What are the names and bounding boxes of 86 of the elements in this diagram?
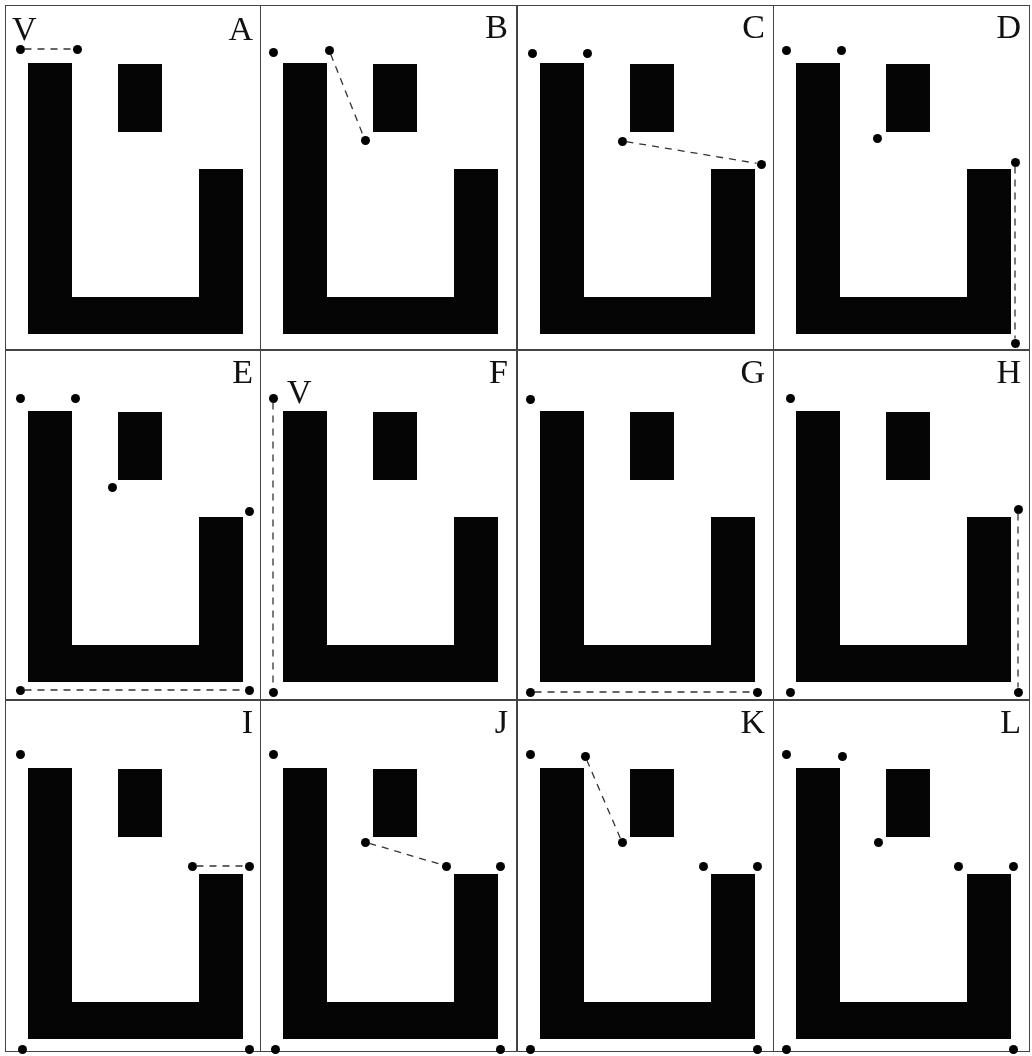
panel-letter: C xyxy=(742,10,765,44)
vertex-dot xyxy=(1013,687,1023,697)
vertex-dot xyxy=(268,47,278,57)
vertex-dot xyxy=(360,135,370,145)
vertex-dot xyxy=(525,687,535,697)
vertex-dot xyxy=(270,1044,280,1054)
panel-letter: H xyxy=(996,355,1021,389)
dashed-line xyxy=(1014,165,1016,340)
vertex-dot xyxy=(1013,504,1023,514)
vertex-dot xyxy=(187,861,197,871)
panel xyxy=(260,5,517,350)
panel xyxy=(260,350,517,700)
dashed-line xyxy=(625,141,758,164)
vertex-dot xyxy=(495,1044,505,1054)
vertex-dot xyxy=(107,482,117,492)
vertex-dot xyxy=(617,136,627,146)
vertex-dot xyxy=(527,48,537,58)
dashed-line xyxy=(586,759,621,839)
panel xyxy=(773,5,1030,350)
vertex-dot xyxy=(1008,861,1018,871)
panel-letter: K xyxy=(740,705,765,739)
vertex-dot xyxy=(244,506,254,516)
panel-letter: A xyxy=(228,12,253,46)
vertex-dot xyxy=(525,749,535,759)
vertex-dot xyxy=(752,1044,762,1054)
vertex-dot xyxy=(752,861,762,871)
panel xyxy=(5,700,262,1052)
vertex-dot xyxy=(70,393,80,403)
panel xyxy=(517,5,774,350)
panel xyxy=(773,700,1030,1052)
vertex-dot xyxy=(15,44,25,54)
point-label: V xyxy=(12,12,37,46)
panel-letter: B xyxy=(485,10,508,44)
vertex-dot xyxy=(582,48,592,58)
vertex-dot xyxy=(17,1044,27,1054)
vertex-dot xyxy=(15,393,25,403)
vertex-dot xyxy=(441,861,451,871)
vertex-dot xyxy=(244,1044,254,1054)
vertex-dot xyxy=(525,1044,535,1054)
panel-letter: D xyxy=(996,10,1021,44)
point-label: V xyxy=(287,375,312,409)
panel xyxy=(517,700,774,1052)
vertex-dot xyxy=(1010,338,1020,348)
vertex-dot xyxy=(268,687,278,697)
vertex-dot xyxy=(244,861,254,871)
panel-letter: J xyxy=(494,705,508,739)
panel xyxy=(5,350,262,700)
vertex-dot xyxy=(836,45,846,55)
vertex-dot xyxy=(1010,157,1020,167)
vertex-dot xyxy=(580,751,590,761)
panel xyxy=(517,350,774,700)
vertex-dot xyxy=(268,749,278,759)
vertex-dot xyxy=(781,45,791,55)
vertex-dot xyxy=(360,837,370,847)
vertex-dot xyxy=(495,861,505,871)
vertex-dot xyxy=(872,133,882,143)
panel-letter: I xyxy=(241,705,253,739)
vertex-dot xyxy=(781,1044,791,1054)
vertex-dot xyxy=(756,159,766,169)
vertex-dot xyxy=(752,687,762,697)
panel-letter: F xyxy=(489,355,508,389)
dashed-line xyxy=(195,865,246,867)
vertex-dot xyxy=(244,685,254,695)
vertex-dot xyxy=(15,749,25,759)
vertex-dot xyxy=(785,393,795,403)
vertex-dot xyxy=(617,837,627,847)
panel xyxy=(5,5,262,350)
vertex-dot xyxy=(698,861,708,871)
vertex-dot xyxy=(324,45,334,55)
vertex-dot xyxy=(837,751,847,761)
vertex-dot xyxy=(781,749,791,759)
panel xyxy=(260,700,517,1052)
vertex-dot xyxy=(15,685,25,695)
vertex-dot xyxy=(72,44,82,54)
dashed-line xyxy=(23,48,74,50)
vertex-dot xyxy=(525,394,535,404)
vertex-dot xyxy=(268,393,278,403)
panel-letter: G xyxy=(740,355,765,389)
vertex-dot xyxy=(1008,1044,1018,1054)
dashed-line xyxy=(1017,512,1019,689)
vertex-dot xyxy=(953,861,963,871)
panel xyxy=(773,350,1030,700)
panel-letter: E xyxy=(232,355,253,389)
vertex-dot xyxy=(785,687,795,697)
vertex-dot xyxy=(873,837,883,847)
panel-letter: L xyxy=(1000,705,1021,739)
